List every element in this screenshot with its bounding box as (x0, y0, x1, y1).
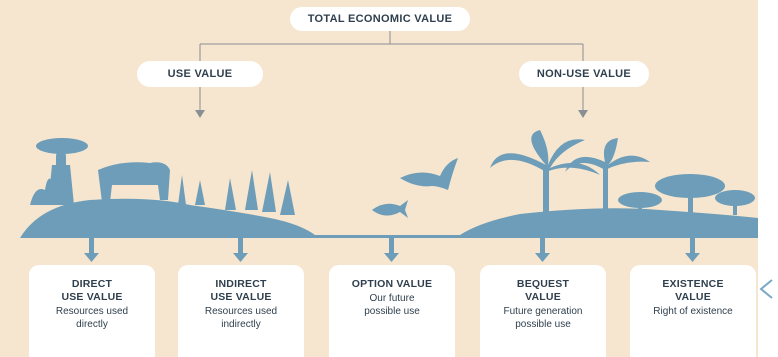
card-arrows (84, 235, 700, 262)
card-title: OPTION VALUE (351, 278, 433, 290)
arrow-down-icon (384, 253, 399, 262)
non-use-value-label: NON-USE VALUE (519, 61, 649, 87)
arrow-down-icon (233, 253, 248, 262)
total-economic-value-label: TOTAL ECONOMIC VALUE (290, 7, 470, 31)
landscape-silhouette (20, 130, 758, 238)
card-title: INDIRECT USE VALUE (210, 278, 272, 303)
card-description: Our future possible use (364, 293, 420, 317)
arrow-down-icon (84, 253, 99, 262)
arrow-use-icon (195, 110, 205, 118)
card-existence-value: EXISTENCE VALUE Right of existence (630, 265, 756, 357)
card-indirect-use-value: INDIRECT USE VALUE Resources used indire… (178, 265, 304, 357)
right-margin (758, 0, 778, 357)
card-title: BEQUEST VALUE (516, 278, 570, 303)
chevron-left-icon[interactable] (757, 278, 775, 300)
card-option-value: OPTION VALUE Our future possible use (329, 265, 455, 357)
card-bequest-value: BEQUEST VALUE Future generation possible… (480, 265, 606, 357)
card-description: Future generation possible use (503, 306, 583, 330)
card-title: DIRECT USE VALUE (61, 278, 123, 303)
use-value-label: USE VALUE (137, 61, 263, 87)
card-description: Resources used indirectly (204, 306, 278, 330)
arrow-down-icon (685, 253, 700, 262)
card-direct-use-value: DIRECT USE VALUE Resources used directly (29, 265, 155, 357)
arrow-nonuse-icon (578, 110, 588, 118)
card-title: EXISTENCE VALUE (662, 278, 724, 303)
card-description: Right of existence (653, 306, 733, 317)
arrow-down-icon (535, 253, 550, 262)
card-description: Resources used directly (55, 306, 129, 330)
